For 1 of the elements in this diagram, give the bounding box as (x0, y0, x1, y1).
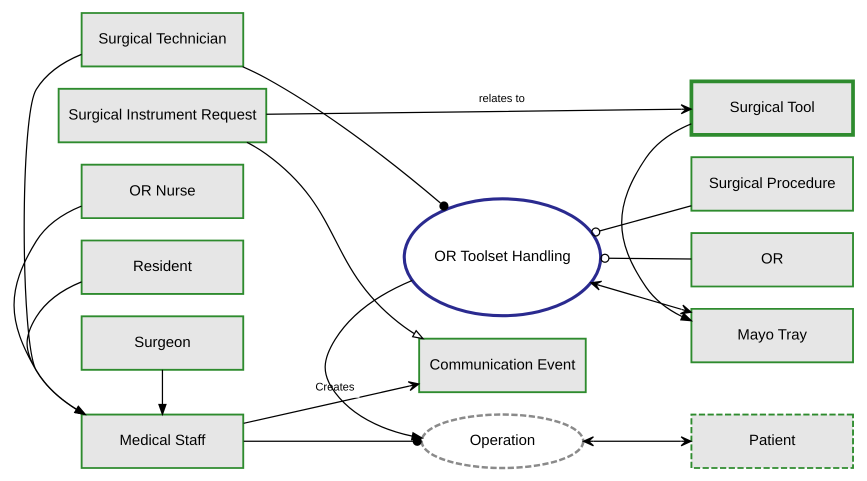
edge-label: relates to (478, 93, 525, 106)
